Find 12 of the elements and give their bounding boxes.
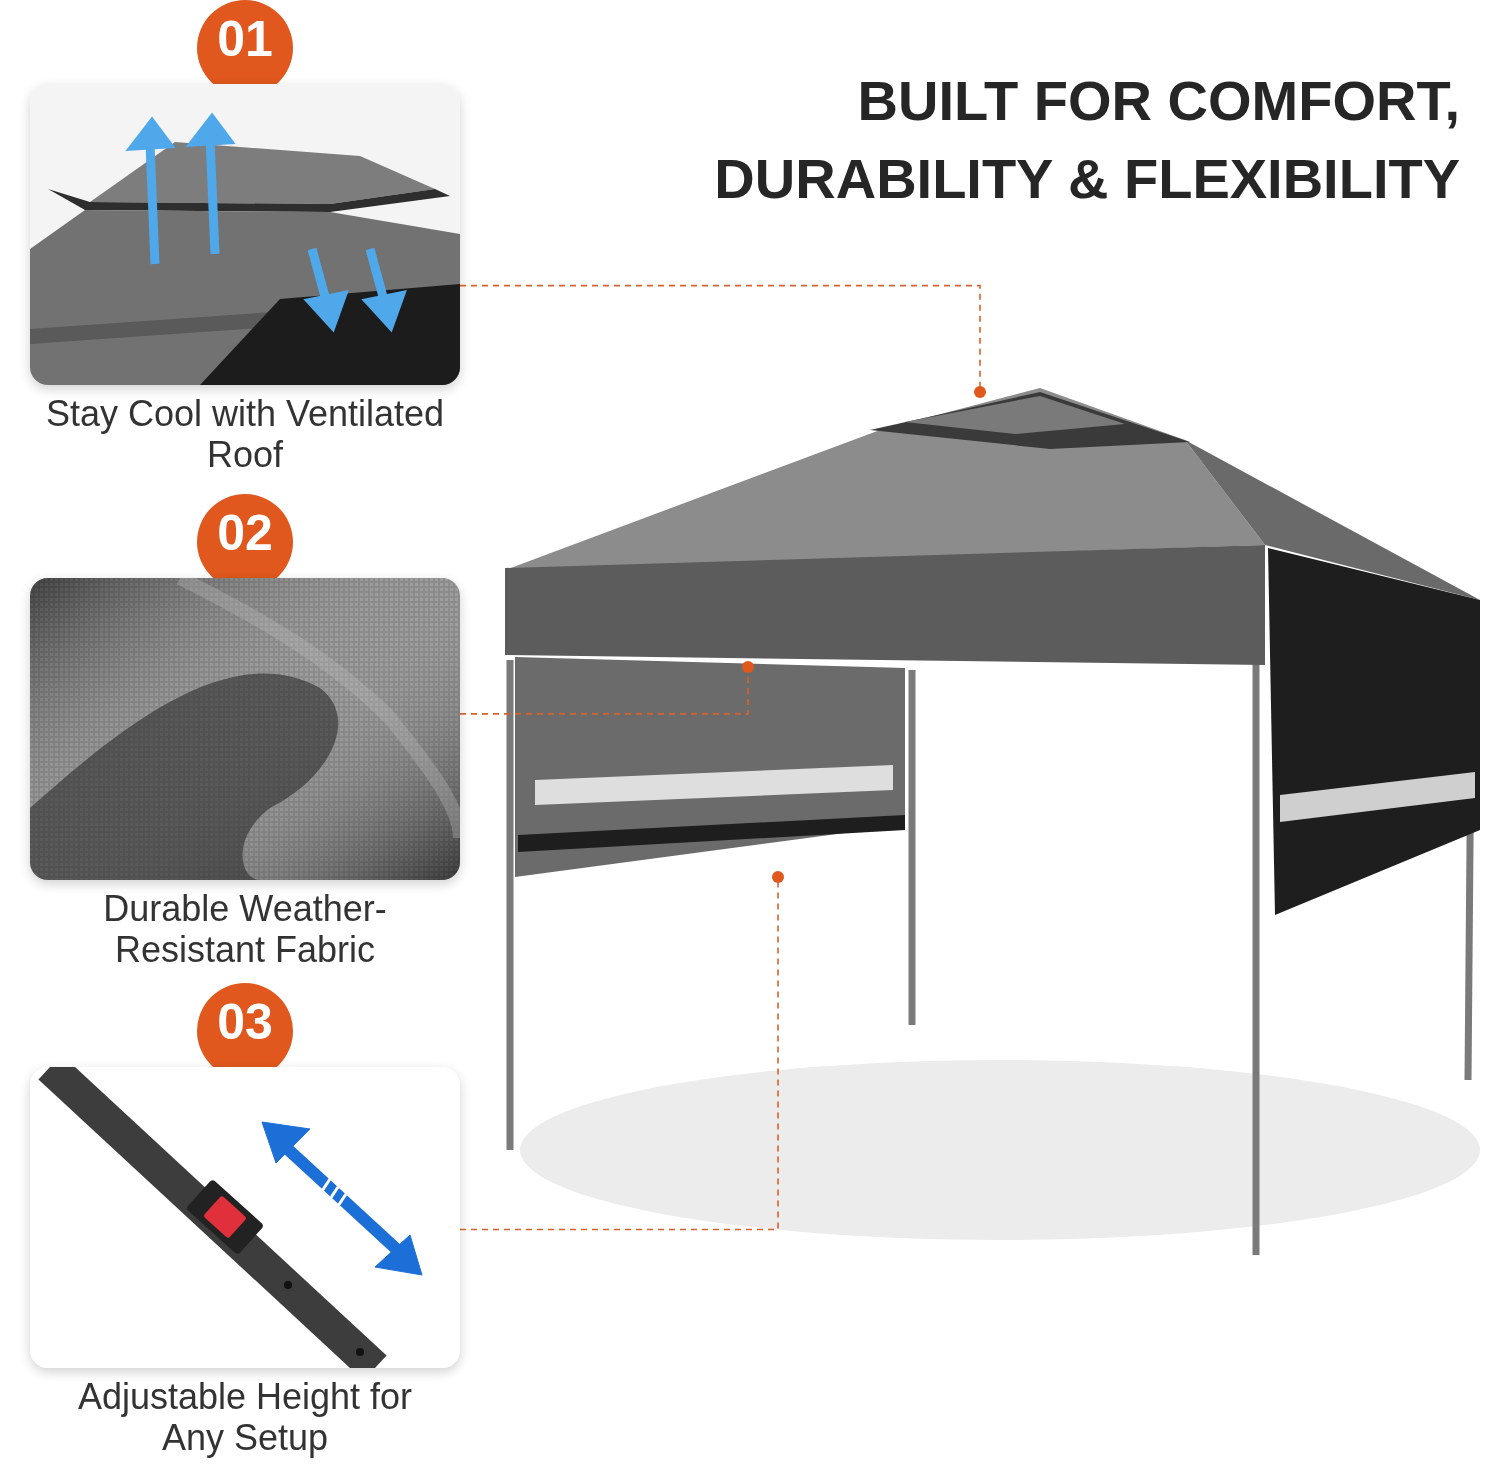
fabric-photo bbox=[30, 578, 460, 880]
leader-line bbox=[459, 871, 784, 1231]
front-valance-region bbox=[505, 545, 1267, 667]
feature-caption: Durable Weather-Resistant Fabric bbox=[102, 888, 388, 971]
roof-vent-photo bbox=[30, 84, 460, 385]
roof-vent-region bbox=[870, 392, 1190, 450]
feature-caption: Stay Cool with Ventilated Roof bbox=[45, 393, 445, 476]
leader-line bbox=[459, 284, 986, 398]
feature-caption: Adjustable Height for Any Setup bbox=[76, 1376, 414, 1459]
heading: BUILT FOR COMFORT, DURABILITY & FLEXIBILITY bbox=[713, 68, 1460, 213]
leader-line bbox=[459, 661, 754, 715]
pole-adjust-photo bbox=[30, 1067, 460, 1368]
